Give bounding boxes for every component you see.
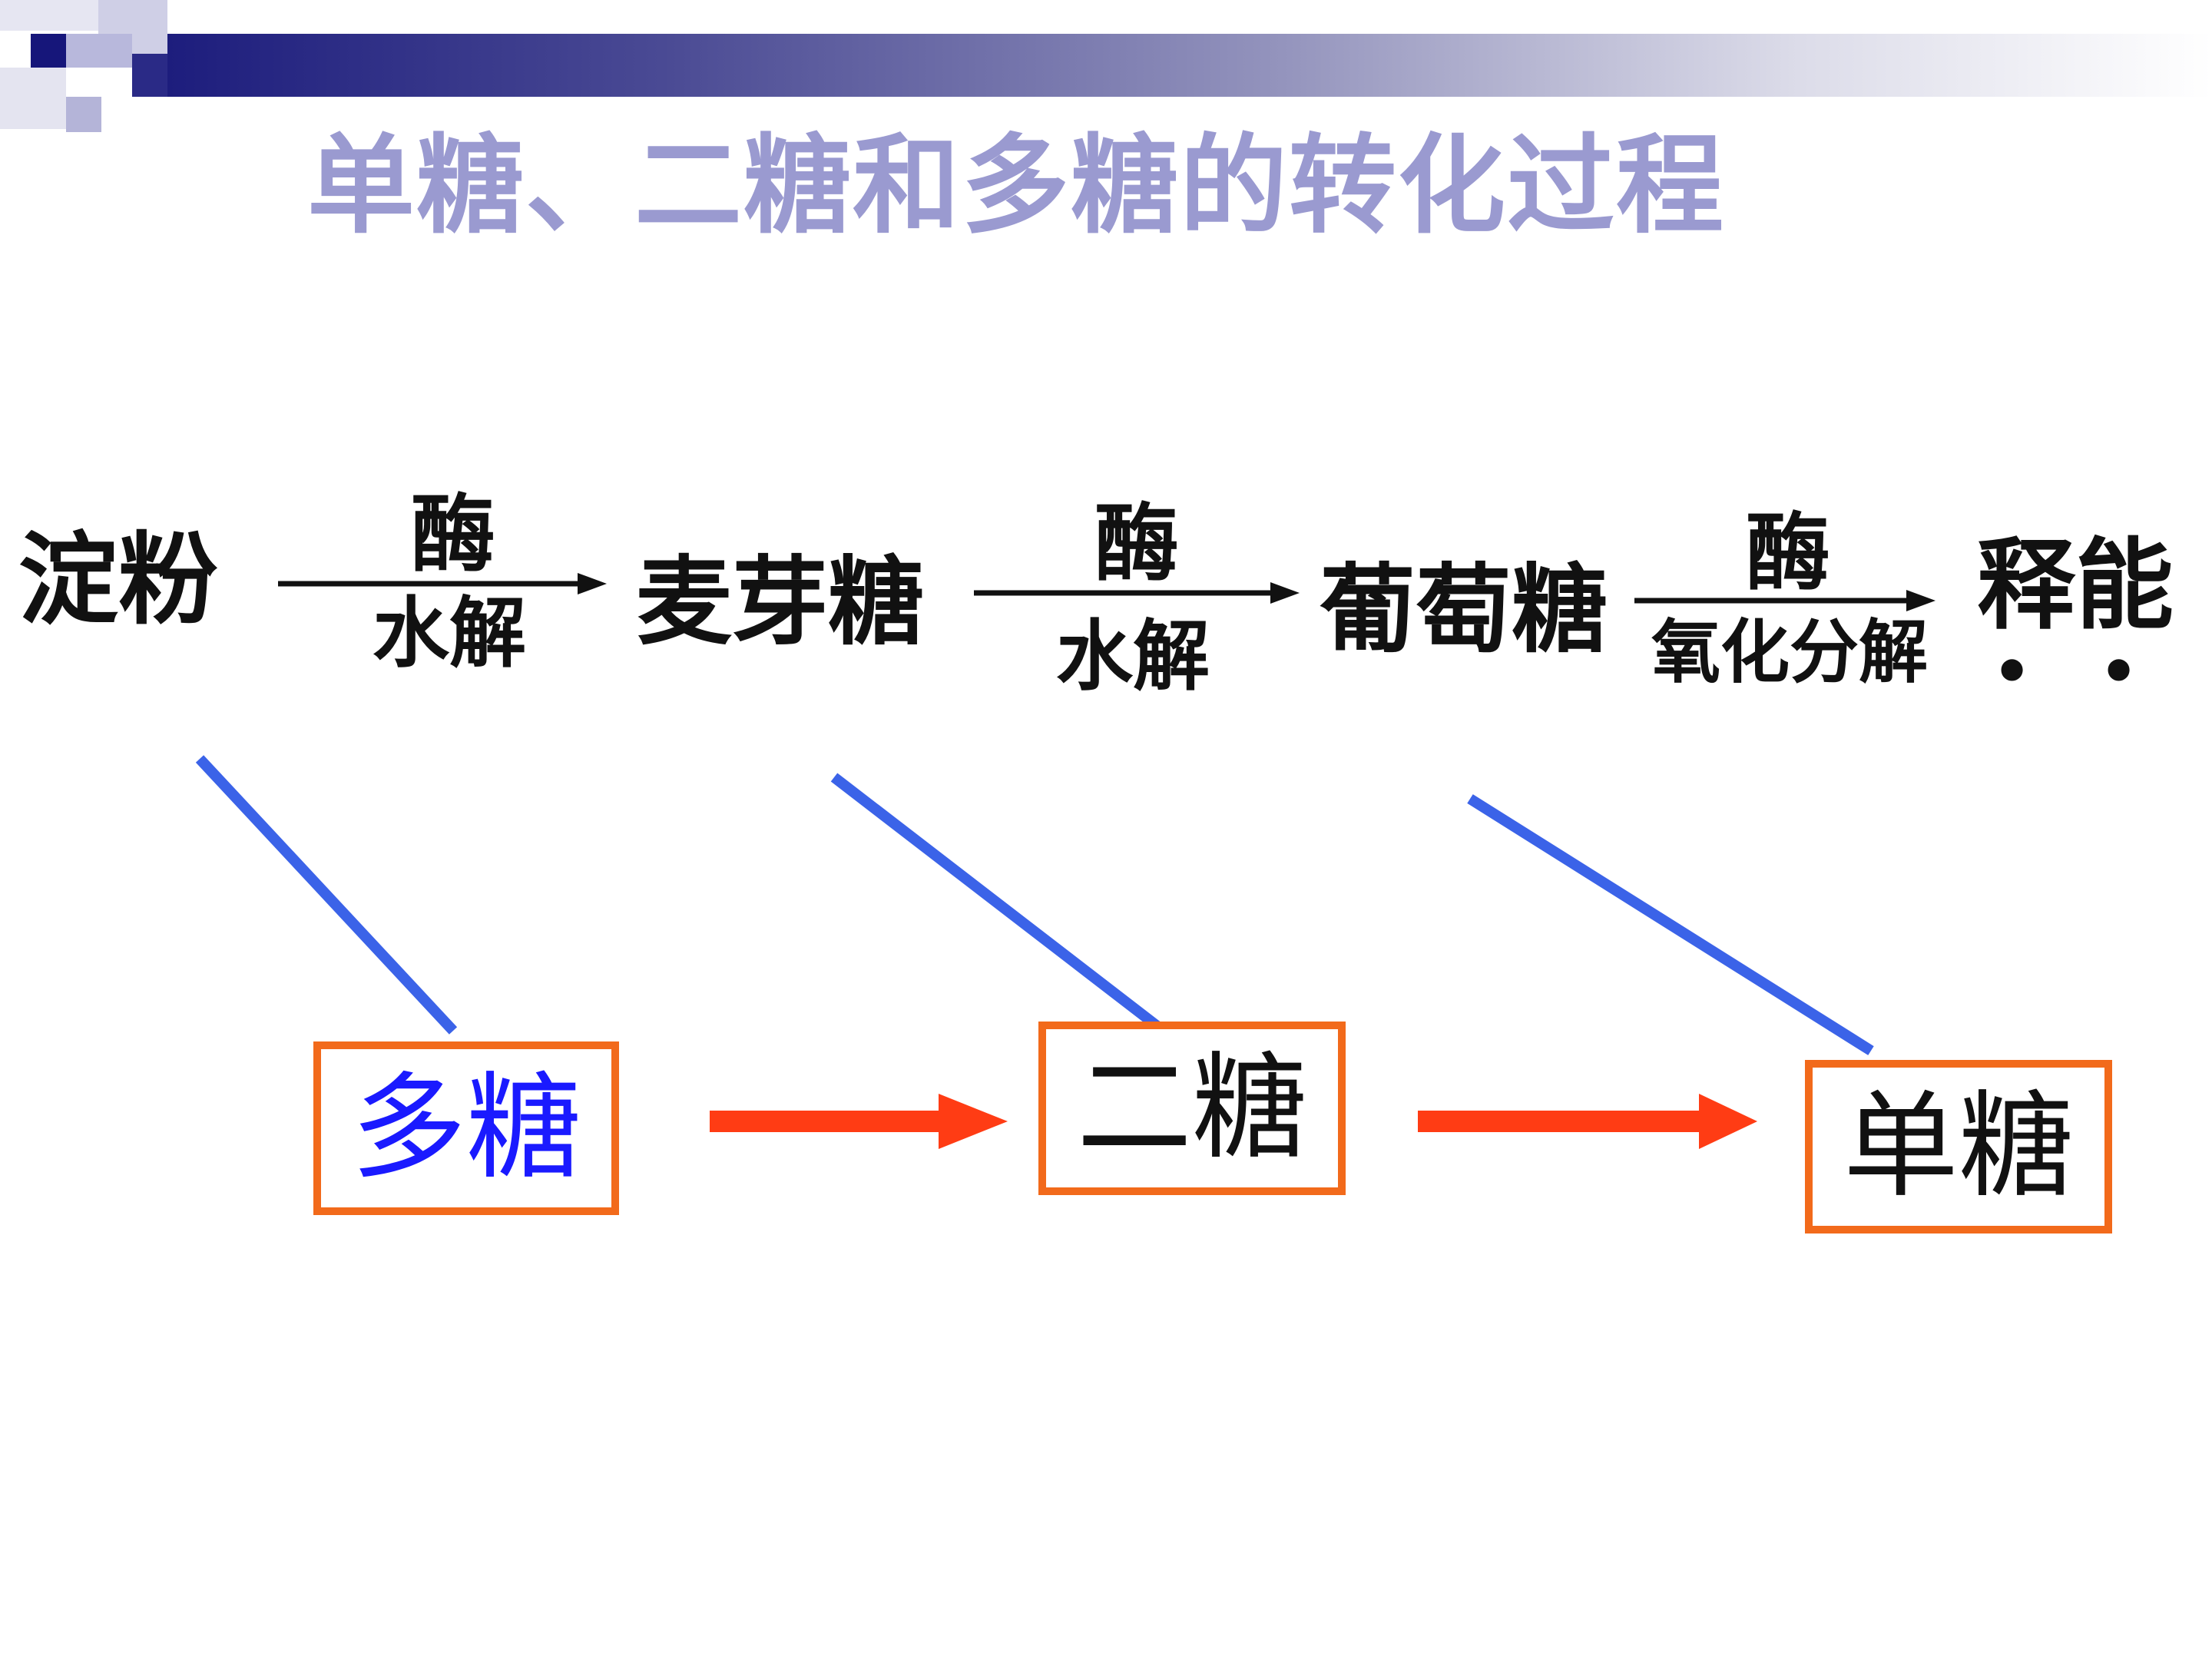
- header-gradient-bar: [146, 34, 2212, 97]
- header-decoration-square: [0, 0, 98, 31]
- arrow2-process-label: 水解: [1056, 611, 1210, 701]
- connector-starch-to-polysaccharide: [195, 755, 458, 1035]
- monosaccharide-label: 单糖: [1843, 1080, 2074, 1214]
- term-glucose: 葡萄糖: [1320, 555, 1608, 666]
- polysaccharide-label: 多糖: [350, 1061, 581, 1195]
- reaction-arrow-2: [974, 582, 1300, 604]
- term-energy-release: 释能: [1977, 528, 2174, 643]
- arrow1-catalyst-label: 酶: [411, 485, 495, 584]
- flow-arrow-di-to-mono: [1418, 1094, 1757, 1149]
- term-maltose: 麦芽糖: [636, 547, 924, 658]
- reaction-arrow-3: [1634, 590, 1936, 611]
- arrow3-catalyst-label: 酶: [1746, 504, 1830, 602]
- disaccharide-label: 二糖: [1076, 1041, 1307, 1175]
- header-decoration-square: [0, 68, 66, 129]
- page-title: 单糖、二糖和多糖的转化过程: [307, 124, 1726, 249]
- disaccharide-box: 二糖: [1038, 1022, 1346, 1195]
- monosaccharide-box: 单糖: [1805, 1060, 2112, 1233]
- trailing-dots: • •: [1992, 636, 2162, 707]
- polysaccharide-box: 多糖: [313, 1041, 619, 1215]
- reaction-arrow-1: [278, 573, 607, 594]
- connector-maltose-to-disaccharide: [830, 773, 1165, 1034]
- arrow3-process-label: 氧化分解: [1651, 612, 1928, 693]
- header-decoration-square: [31, 34, 66, 68]
- header-decoration-square: [66, 34, 132, 68]
- term-starch: 淀粉: [18, 522, 219, 638]
- header-decoration-square: [132, 54, 167, 97]
- connector-glucose-to-monosaccharide: [1467, 794, 1874, 1055]
- flow-arrow-poly-to-di: [710, 1094, 1008, 1149]
- arrow2-catalyst-label: 酶: [1094, 495, 1179, 593]
- arrow1-process-label: 水解: [373, 588, 526, 678]
- header-decoration-square: [66, 97, 101, 132]
